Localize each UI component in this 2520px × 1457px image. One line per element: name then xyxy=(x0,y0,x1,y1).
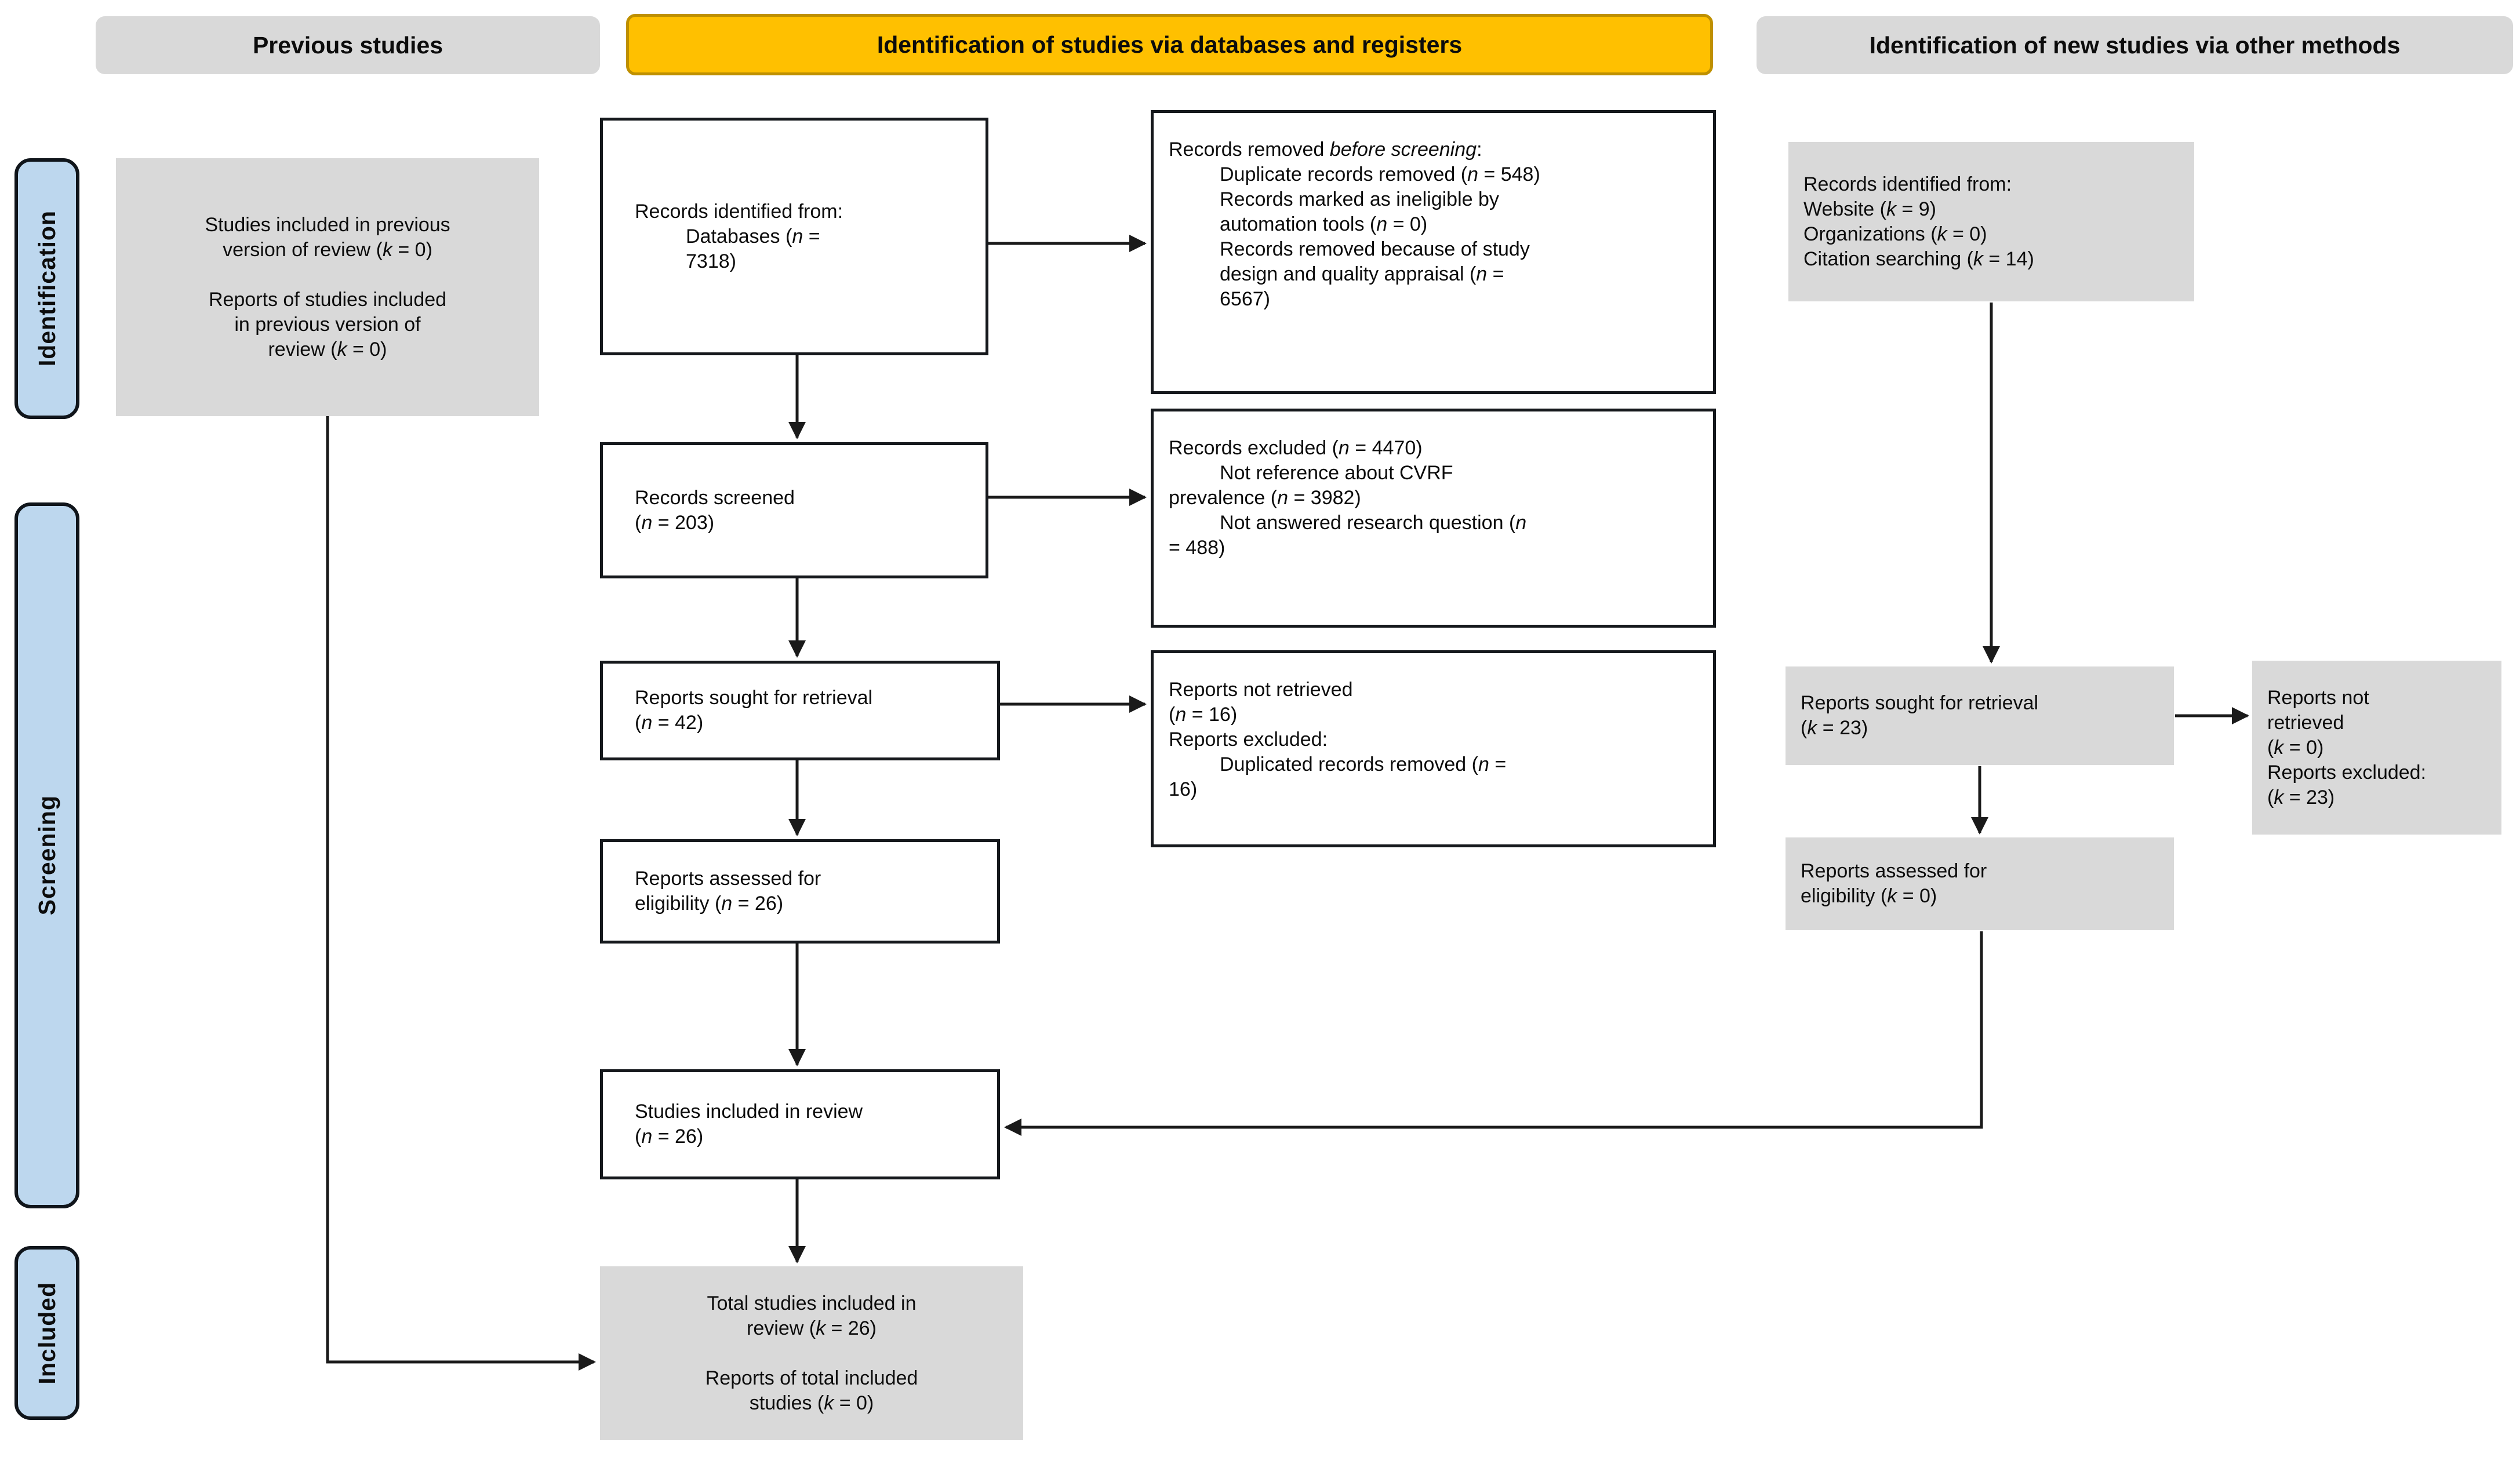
text-line: Duplicate records removed (n = 548) xyxy=(1220,163,1540,185)
header-other-methods: Identification of new studies via other … xyxy=(1757,16,2513,74)
box-reports-sought-retrieval-databases: Reports sought for retrieval (n = 42) xyxy=(600,661,1000,760)
text-line: (n = 26) xyxy=(635,1125,704,1148)
header-previous-studies: Previous studies xyxy=(96,16,600,74)
text-line: Records removed because of study xyxy=(1220,238,1530,260)
text-line: Records marked as ineligible by xyxy=(1220,188,1499,210)
text-line: Reports excluded: xyxy=(2267,761,2427,784)
text-line: Records screened xyxy=(635,486,795,509)
text-line: (n = 203) xyxy=(635,511,715,534)
header-other-methods-label: Identification of new studies via other … xyxy=(1869,31,2401,59)
text-line: prevalence (n = 3982) xyxy=(1169,487,1361,509)
box-reports-assessed-eligibility-other: Reports assessed for eligibility (k = 0) xyxy=(1786,837,2174,930)
box-records-screened: Records screened(n = 203) xyxy=(600,442,988,578)
text-line: Duplicated records removed (n = xyxy=(1220,753,1507,775)
text-line: Reports excluded: xyxy=(1169,728,1328,751)
text-line: Records identified from: xyxy=(635,200,843,223)
text-line: Reports sought for retrieval xyxy=(635,687,873,709)
text-line: Reports not retrieved xyxy=(1169,679,1353,701)
text-line: Organizations (k = 0) xyxy=(1803,223,1987,245)
text-line: (k = 0) xyxy=(2267,736,2324,759)
box-total-studies-included: Total studies included in review (k = 26)… xyxy=(600,1266,1023,1440)
text-line: retrieved xyxy=(2267,711,2344,734)
header-previous-studies-label: Previous studies xyxy=(252,31,443,59)
text-line: Reports of studies included xyxy=(208,288,447,311)
stage-tab-included: Included xyxy=(14,1246,79,1420)
text-line: Records excluded (n = 4470) xyxy=(1169,437,1423,459)
text-line: Reports sought for retrieval xyxy=(1801,692,2039,714)
text-line: Total studies included in xyxy=(707,1292,917,1314)
text-line: in previous version of xyxy=(234,313,421,336)
box-records-removed-before-screening: Records removed before screening:Duplica… xyxy=(1151,110,1716,394)
text-line: (k = 23) xyxy=(2267,786,2335,808)
text-line: Website (k = 9) xyxy=(1803,198,1936,220)
text-line: Not reference about CVRF xyxy=(1220,462,1453,484)
stage-tab-identification: Identification xyxy=(14,158,79,419)
text-line: automation tools (n = 0) xyxy=(1220,213,1428,235)
text-line: studies (k = 0) xyxy=(749,1392,874,1414)
text-line: (k = 23) xyxy=(1801,717,1868,739)
text-line: Reports assessed for xyxy=(635,868,821,890)
text-line: (n = 16) xyxy=(1169,704,1238,726)
box-records-identified-databases: Records identified from:Databases (n = 73… xyxy=(600,118,988,355)
text-line: Records identified from: xyxy=(1803,173,2012,195)
box-records-excluded: Records excluded (n = 4470) Not reference… xyxy=(1151,409,1716,628)
text-line: review (k = 0) xyxy=(268,338,387,360)
text-line: Citation searching (k = 14) xyxy=(1803,247,2034,270)
text-line: Studies included in review xyxy=(635,1101,863,1123)
text-line: Databases (n = xyxy=(686,225,820,247)
text-line: version of review (k = 0) xyxy=(223,238,432,261)
text-line: 16) xyxy=(1169,778,1198,800)
text-line: design and quality appraisal (n = xyxy=(1220,263,1504,285)
text-line: review (k = 26) xyxy=(747,1317,877,1339)
text-line: = 488) xyxy=(1169,537,1226,559)
box-records-identified-other-methods: Records identified from: Website (k = 9) O… xyxy=(1788,142,2194,301)
text-line: eligibility (k = 0) xyxy=(1801,885,1937,907)
header-databases-registers: Identification of studies via databases … xyxy=(626,14,1713,75)
arrow-other-assessed-to-included xyxy=(1004,931,1983,1136)
text-line: 7318) xyxy=(686,250,736,272)
box-reports-assessed-eligibility-databases: Reports assessed for eligibility (n = 26) xyxy=(600,839,1000,944)
text-line: Reports assessed for xyxy=(1801,860,1987,882)
text-line: Reports not xyxy=(2267,686,2369,709)
box-reports-not-retrieved-databases: Reports not retrieved (n = 16)Reports exc… xyxy=(1151,650,1716,847)
text-line: Studies included in previous xyxy=(205,213,450,236)
text-line: Not answered research question (n xyxy=(1220,512,1527,534)
box-studies-included-review: Studies included in review(n = 26) xyxy=(600,1069,1000,1179)
text-line: (n = 42) xyxy=(635,712,704,734)
stage-tab-screening: Screening xyxy=(14,502,79,1208)
header-databases-registers-label: Identification of studies via databases … xyxy=(877,31,1463,58)
box-reports-sought-retrieval-other: Reports sought for retrieval (k = 23) xyxy=(1786,666,2174,765)
arrow-previous-to-total xyxy=(326,416,596,1371)
text-line: eligibility (n = 26) xyxy=(635,893,784,915)
text-line: Records removed before screening: xyxy=(1169,139,1482,161)
text-line: Reports of total included xyxy=(705,1367,918,1389)
text-line: 6567) xyxy=(1220,288,1270,310)
